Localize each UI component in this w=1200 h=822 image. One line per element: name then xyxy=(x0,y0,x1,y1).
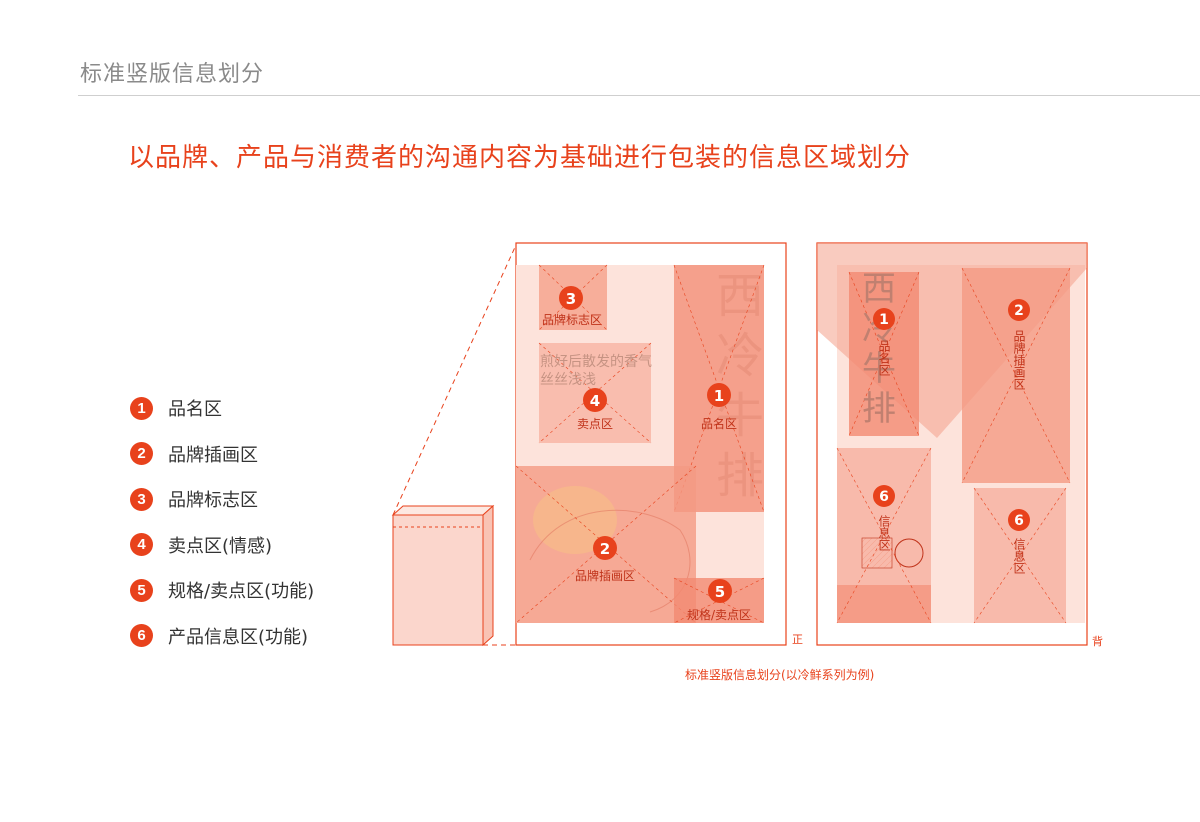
legend-number-badge: 5 xyxy=(130,578,153,602)
zone-number-badge xyxy=(873,485,895,507)
diagram-caption: 标准竖版信息划分(以冷鲜系列为例) xyxy=(685,668,875,682)
zone-legend: 1 品名区 2 品牌插画区 3 品牌标志区 4 卖点区(情感) 5 规格/卖点区… xyxy=(130,396,314,669)
zone-number: 6 xyxy=(1014,513,1024,529)
zone-number-badge xyxy=(1008,509,1030,531)
back-product-name-char: 牛 xyxy=(862,349,896,389)
zone-number-badge xyxy=(708,579,732,603)
zone-number-badge xyxy=(593,536,617,560)
back-product-name-char: 排 xyxy=(862,389,896,429)
package-box-icon xyxy=(391,504,495,647)
zone-label: 品牌插画区 xyxy=(575,569,635,583)
legend-label: 品牌标志区 xyxy=(168,490,258,511)
back-side-label: 背 xyxy=(1092,634,1103,648)
expansion-line xyxy=(392,244,517,516)
zone-number: 1 xyxy=(714,387,724,405)
legend-label: 产品信息区(功能) xyxy=(168,626,309,648)
zone-label: 信息区 xyxy=(877,515,891,551)
zone-label: 品牌插画区 xyxy=(1012,330,1026,390)
zone-number: 1 xyxy=(879,312,889,328)
legend-item-brand-illustration: 2 品牌插画区 xyxy=(130,442,314,466)
legend-item-spec: 5 规格/卖点区(功能) xyxy=(130,578,314,602)
title-divider xyxy=(78,95,1200,96)
zone-label: 规格/卖点区 xyxy=(687,607,751,622)
legend-number-badge: 3 xyxy=(130,487,153,511)
zone-number: 2 xyxy=(600,540,610,558)
legend-number-badge: 1 xyxy=(130,396,153,420)
back-panel: 西 冷 牛 排 1 品名区 2 品牌插画区 6 信息区 xyxy=(816,242,1088,646)
legend-number-badge: 2 xyxy=(130,442,153,465)
zone-number-badge xyxy=(873,308,895,330)
zone-number: 2 xyxy=(1014,303,1024,319)
zone-number-badge xyxy=(707,383,731,407)
seal-icon xyxy=(894,538,924,568)
zone-label: 信息区 xyxy=(1012,538,1026,574)
legend-label: 卖点区(情感) xyxy=(168,535,273,557)
legend-number-badge: 4 xyxy=(130,533,153,556)
legend-number-badge: 6 xyxy=(130,624,153,647)
subtitle: 以品牌、产品与消费者的沟通内容为基础进行包装的信息区域划分 xyxy=(128,143,912,173)
zone-number: 6 xyxy=(879,489,889,505)
zone-number-badge xyxy=(559,286,583,310)
zone-label: 卖点区 xyxy=(577,417,613,431)
legend-label: 品牌插画区 xyxy=(168,444,258,466)
illustration-blob xyxy=(533,486,617,554)
front-slogan-line: 丝丝浅浅 xyxy=(540,372,596,388)
zone-number: 4 xyxy=(590,392,600,410)
qr-code-icon xyxy=(861,537,893,569)
back-product-name-char: 西 xyxy=(862,269,896,309)
legend-label: 品名区 xyxy=(168,399,222,420)
front-side-label: 正 xyxy=(792,633,803,646)
front-slogan-line: 煎好后散发的香气 xyxy=(540,354,652,370)
zone-number: 3 xyxy=(566,290,576,308)
legend-item-product-info: 6 产品信息区(功能) xyxy=(130,624,314,648)
legend-label: 规格/卖点区(功能) xyxy=(168,581,315,602)
zone-label: 品名区 xyxy=(877,340,891,376)
back-barcode-block xyxy=(837,585,931,623)
zone-number: 5 xyxy=(715,583,725,601)
legend-item-product-name: 1 品名区 xyxy=(130,396,314,420)
zone-number-badge xyxy=(583,388,607,412)
legend-item-selling-point: 4 卖点区(情感) xyxy=(130,533,314,557)
front-panel: 西 冷 牛 排 煎好后散发的香气 丝丝浅浅 xyxy=(515,242,787,646)
zone-number-badge xyxy=(1008,299,1030,321)
back-zone-product-name xyxy=(849,272,919,436)
legend-item-brand-logo: 3 品牌标志区 xyxy=(130,487,314,511)
zone-label: 品牌标志区 xyxy=(542,313,602,327)
zone-label: 品名区 xyxy=(701,416,737,431)
page-title: 标准竖版信息划分 xyxy=(80,62,265,87)
